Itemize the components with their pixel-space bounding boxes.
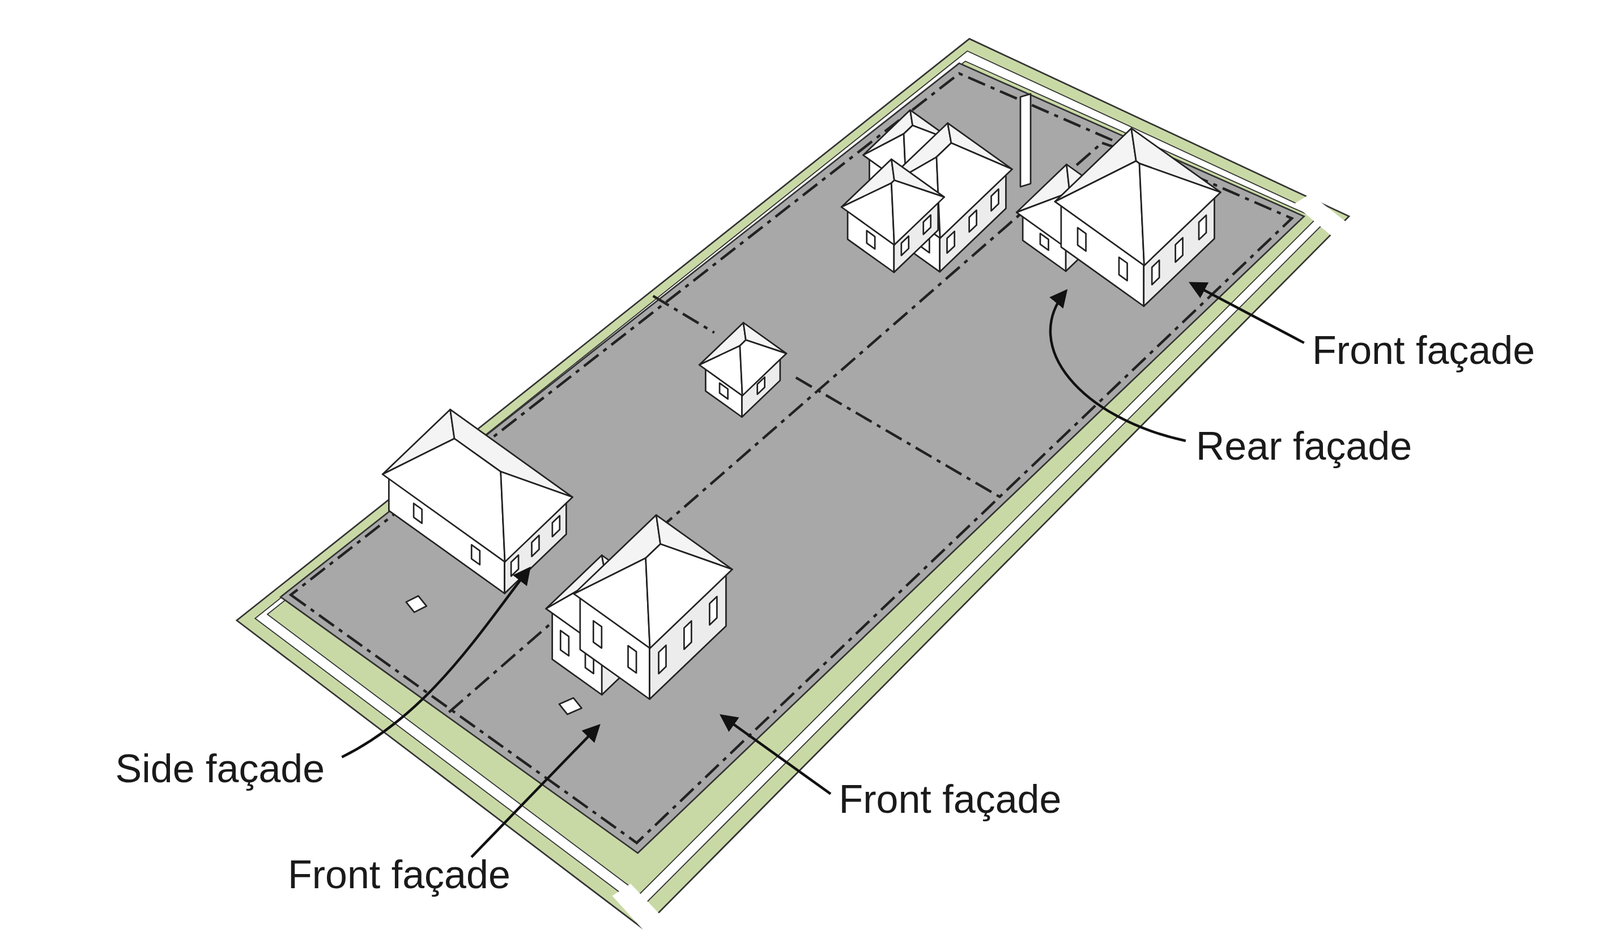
window	[1077, 227, 1087, 251]
roof	[841, 183, 895, 245]
window	[901, 236, 909, 256]
leader-arrow	[471, 726, 598, 857]
leader-arrow	[341, 569, 529, 757]
window	[683, 620, 692, 649]
window	[560, 630, 569, 656]
window	[628, 645, 637, 673]
leader-arrows	[341, 283, 1304, 857]
facade-label: Front façade	[1312, 328, 1535, 373]
facade-label: Front façade	[838, 777, 1062, 821]
window	[471, 544, 480, 565]
facade-label: Rear façade	[1196, 424, 1412, 468]
window	[1118, 257, 1128, 281]
roof	[500, 471, 573, 562]
window	[1198, 215, 1207, 240]
window	[1040, 233, 1049, 251]
window	[991, 189, 999, 212]
window	[866, 230, 875, 249]
facade-label: Front façade	[287, 852, 511, 897]
lot-lines	[290, 73, 1292, 843]
steps	[559, 697, 582, 714]
roof	[699, 345, 743, 396]
green-verge	[236, 38, 1350, 929]
roof	[936, 142, 1012, 238]
green-strip	[267, 61, 1317, 894]
cross-street	[612, 883, 674, 941]
window	[1175, 237, 1184, 262]
window	[658, 644, 667, 674]
leader-arrow	[1192, 283, 1305, 343]
steps	[406, 595, 427, 612]
window	[511, 554, 519, 576]
roof	[573, 558, 650, 649]
window	[923, 214, 931, 234]
window	[969, 210, 977, 232]
roof	[891, 180, 944, 245]
roof	[1054, 160, 1145, 266]
window	[593, 620, 602, 648]
sidewalk	[254, 50, 1329, 908]
window	[532, 535, 540, 557]
leader-arrow	[722, 716, 831, 794]
window	[413, 503, 423, 523]
block-ground	[280, 63, 1304, 853]
houses	[382, 94, 1221, 715]
facade-label: Side façade	[115, 746, 326, 791]
chimney	[1020, 94, 1031, 187]
window	[709, 596, 717, 625]
roof	[1139, 163, 1221, 266]
roof	[739, 339, 787, 396]
window	[1151, 260, 1160, 285]
window	[719, 383, 729, 399]
leader-arrow	[1050, 291, 1186, 441]
cross-street	[1294, 193, 1353, 237]
window	[947, 231, 955, 253]
window	[552, 515, 560, 537]
roof	[382, 438, 505, 563]
roof	[645, 543, 733, 649]
